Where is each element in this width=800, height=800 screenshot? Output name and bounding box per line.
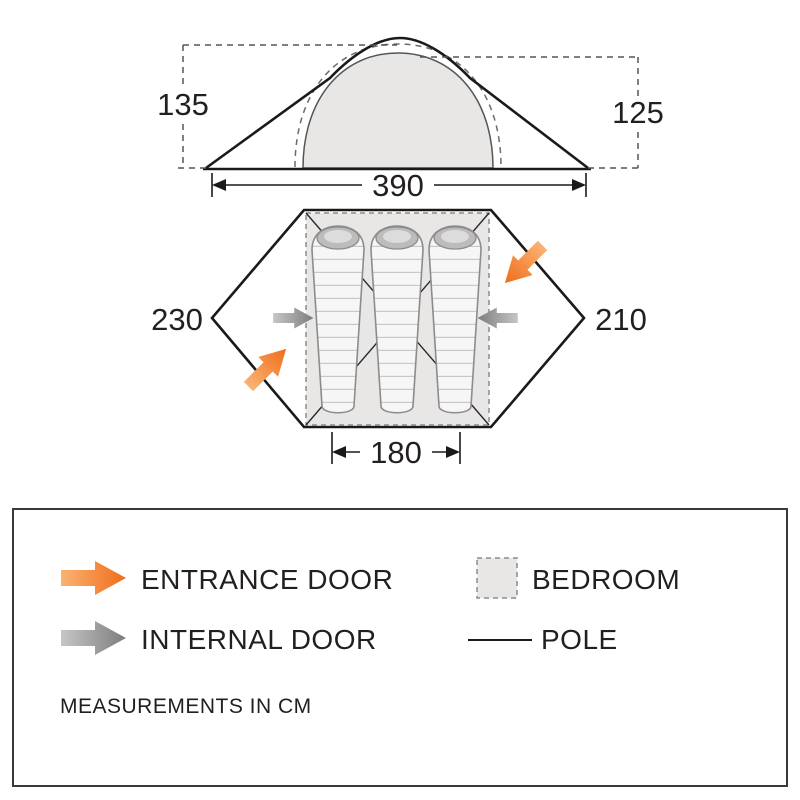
arrowhead-right	[446, 446, 460, 458]
legend: ENTRANCE DOOR BEDROOM INTERNAL DOOR POLE…	[12, 508, 788, 787]
side-elevation-view: 135 125 390	[157, 36, 664, 203]
arrowhead-left	[332, 446, 346, 458]
inner-tent-dashed-outline	[294, 43, 502, 168]
legend-label-bedroom: BEDROOM	[532, 564, 680, 595]
dimension-390: 390	[211, 168, 587, 203]
dimension-135: 135	[157, 44, 397, 169]
bedroom-dome	[302, 52, 494, 169]
legend-label-pole: POLE	[541, 624, 618, 655]
tent-outline-side	[205, 36, 589, 170]
floor-plan-view: 230 210 180	[151, 208, 647, 470]
dimension-label-height-outer: 135	[157, 87, 209, 122]
dimension-125: 125	[420, 56, 664, 169]
legend-box	[12, 508, 788, 787]
legend-measurements-note: MEASUREMENTS IN CM	[60, 695, 312, 718]
arrowhead-left	[212, 179, 226, 191]
bedroom-swatch-icon	[476, 557, 518, 599]
dimension-label-plan-left: 230	[151, 302, 203, 337]
legend-label-internal-door: INTERNAL DOOR	[141, 624, 377, 655]
dimension-label-plan-right: 210	[595, 302, 647, 337]
legend-label-entrance-door: ENTRANCE DOOR	[141, 564, 393, 595]
arrowhead-right	[572, 179, 586, 191]
dimension-label-height-inner: 125	[612, 95, 664, 130]
dimension-180: 180	[331, 432, 461, 470]
dimension-label-width: 390	[372, 168, 424, 203]
dimension-label-bedroom-width: 180	[370, 435, 422, 470]
